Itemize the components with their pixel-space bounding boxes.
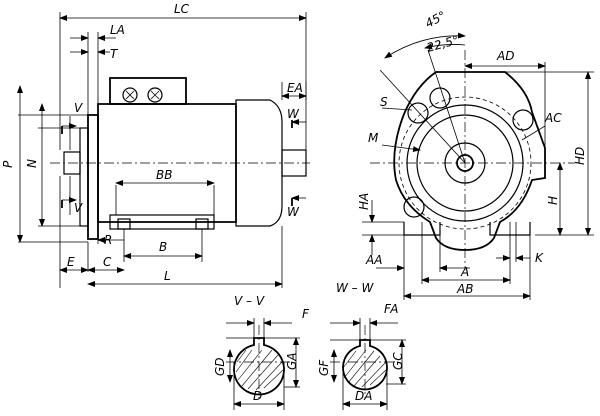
flange: [87, 114, 99, 240]
end-bolt-circle: [398, 96, 532, 230]
cable-gland-1: [122, 87, 138, 103]
label-c: C: [103, 255, 112, 269]
label-fa: FA: [384, 302, 398, 316]
label-m: M: [368, 131, 379, 145]
label-t: T: [110, 47, 119, 61]
section-v: V – V F GD GA D: [213, 294, 310, 410]
gland-cross: [125, 90, 160, 100]
label-angle-45: 45°: [423, 8, 448, 30]
end-hub: [444, 142, 486, 184]
label-ga: GA: [285, 352, 299, 370]
label-hd: HD: [573, 147, 587, 165]
shaft-rear: [281, 149, 307, 177]
label-ab: AB: [456, 282, 473, 296]
label-e: E: [67, 255, 75, 269]
section-w-shaft: [342, 339, 388, 391]
label-lc: LC: [174, 2, 190, 16]
end-shaft: [456, 154, 474, 172]
s-leader: [381, 107, 413, 111]
label-a: A: [460, 265, 469, 279]
foot-hole-left: [117, 218, 131, 230]
section-w: W – W FA GF GC DA: [317, 281, 406, 410]
terminal-box: [109, 77, 187, 105]
label-f: F: [302, 307, 310, 321]
label-v-bottom: V: [74, 201, 83, 215]
label-w-top: W: [287, 107, 300, 121]
flange-spigot: [79, 127, 89, 227]
angle-ray-22: [427, 49, 466, 164]
label-ad: AD: [496, 49, 514, 63]
label-w-bottom: W: [287, 205, 300, 219]
end-inner-ring: [416, 114, 514, 212]
label-section-w: W – W: [336, 281, 374, 295]
label-gd: GD: [213, 357, 227, 376]
bolt-hole-3: [512, 109, 534, 131]
ac-leader: [521, 125, 546, 141]
section-w-hatching: [342, 349, 387, 388]
label-l: L: [164, 269, 171, 283]
section-v-hatching: [235, 349, 284, 391]
label-angle-22: 22,5°: [425, 33, 460, 55]
cable-gland-2: [147, 87, 163, 103]
label-ea: EA: [287, 81, 303, 95]
label-gc: GC: [391, 352, 405, 370]
bolt-hole-1: [407, 102, 429, 124]
m-leader: [381, 144, 421, 153]
label-section-v: V – V: [234, 294, 265, 308]
bolt-hole-2: [429, 87, 451, 109]
end-housing-outline: [393, 71, 546, 251]
label-k: K: [535, 251, 544, 265]
label-b: B: [159, 240, 167, 254]
label-d: D: [253, 389, 262, 403]
label-aa: AA: [365, 253, 382, 267]
label-s: S: [380, 95, 388, 109]
label-p: P: [1, 160, 15, 168]
label-bb: BB: [156, 168, 172, 182]
label-ac: AC: [544, 111, 562, 125]
label-n: N: [25, 159, 39, 168]
shaft-front: [63, 151, 81, 175]
end-bearing-ring: [406, 104, 524, 222]
label-da: DA: [355, 389, 372, 403]
angle-arc-22: [424, 43, 466, 50]
label-r: R: [104, 233, 112, 247]
label-v-top: V: [74, 101, 83, 115]
end-view: 45° 22,5° AD S AC M HD H HA AA A K AB: [357, 8, 594, 300]
section-v-shaft: [233, 337, 285, 396]
foot-hole-right: [195, 218, 209, 230]
label-h: H: [546, 196, 560, 205]
motor-end-shield: [235, 99, 283, 227]
foot-block: [109, 214, 215, 230]
front-view: LC LA T P N EA BB R B E C L V V W W: [1, 2, 310, 288]
bolt-hole-4: [403, 196, 425, 218]
label-gf: GF: [317, 359, 331, 376]
angle-arc-45: [384, 32, 466, 59]
label-ha: HA: [357, 193, 371, 210]
label-la: LA: [110, 23, 125, 37]
angle-ray-45: [379, 69, 466, 164]
